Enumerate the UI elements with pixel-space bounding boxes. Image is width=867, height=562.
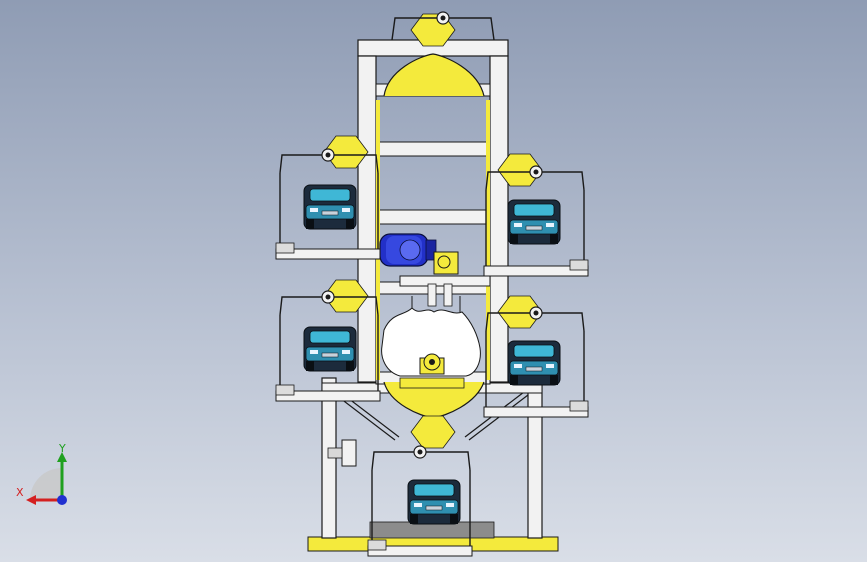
car-left-upper — [303, 184, 357, 230]
cradle-top[interactable] — [391, 11, 495, 41]
car-bottom — [407, 479, 461, 525]
axis-x-label: X — [16, 486, 24, 499]
car-right-lower — [507, 340, 561, 386]
car-left-lower — [303, 326, 357, 372]
car-right-upper — [507, 199, 561, 245]
control-box[interactable] — [327, 439, 357, 467]
axis-triad: Y X — [16, 442, 67, 505]
bottom-plate — [410, 415, 456, 449]
gearbox[interactable] — [399, 251, 491, 312]
chain-wheel[interactable] — [381, 307, 481, 377]
axis-y-label: Y — [58, 442, 66, 455]
drive-motor[interactable] — [379, 233, 437, 267]
